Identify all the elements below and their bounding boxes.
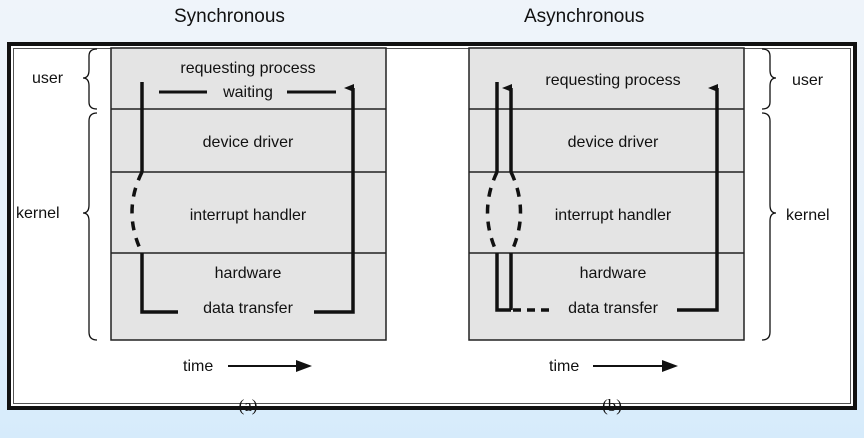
user-brace-right <box>761 48 777 110</box>
interrupt-path-dashed-right <box>509 171 523 254</box>
transfer-path-left <box>495 253 511 312</box>
return-path <box>314 84 355 314</box>
user-label-right: user <box>792 72 824 89</box>
interrupt-path-dashed <box>130 171 144 254</box>
layer-hardware: hardware <box>580 265 647 282</box>
layer-requesting-process: requesting process <box>545 72 680 89</box>
time-arrowhead-a <box>296 360 312 372</box>
layer-interrupt-handler: interrupt handler <box>555 207 672 224</box>
caption-b: (b) <box>602 396 622 415</box>
kernel-brace-right <box>761 112 777 341</box>
layer-interrupt-handler: interrupt handler <box>190 207 307 224</box>
kernel-label-left: kernel <box>16 205 60 222</box>
time-label-a: time <box>183 358 213 375</box>
layer-device-driver: device driver <box>203 134 294 151</box>
caption-a: (a) <box>239 396 258 415</box>
waiting-label: waiting <box>222 84 273 101</box>
user-brace-left <box>82 48 98 110</box>
panel-synchronous: requesting process waiting device driver… <box>16 47 387 415</box>
interrupt-path-dashed-left <box>485 171 499 254</box>
kernel-label-right: kernel <box>786 207 830 224</box>
user-label-left: user <box>32 70 64 87</box>
layer-stack-a <box>110 47 387 341</box>
layer-requesting-process: requesting process <box>180 60 315 77</box>
data-transfer-label: data transfer <box>568 300 659 317</box>
title-synchronous: Synchronous <box>174 6 285 27</box>
return-path <box>677 84 719 312</box>
layer-hardware: hardware <box>215 265 282 282</box>
layer-device-driver: device driver <box>568 134 659 151</box>
time-arrowhead-b <box>662 360 678 372</box>
kernel-brace-left <box>82 112 98 341</box>
transfer-path-left <box>140 253 178 314</box>
time-label-b: time <box>549 358 579 375</box>
layer-stack-b <box>468 47 745 341</box>
data-transfer-label: data transfer <box>203 300 294 317</box>
title-asynchronous: Asynchronous <box>524 6 645 27</box>
panel-asynchronous: requesting process device driver interru… <box>468 47 830 415</box>
